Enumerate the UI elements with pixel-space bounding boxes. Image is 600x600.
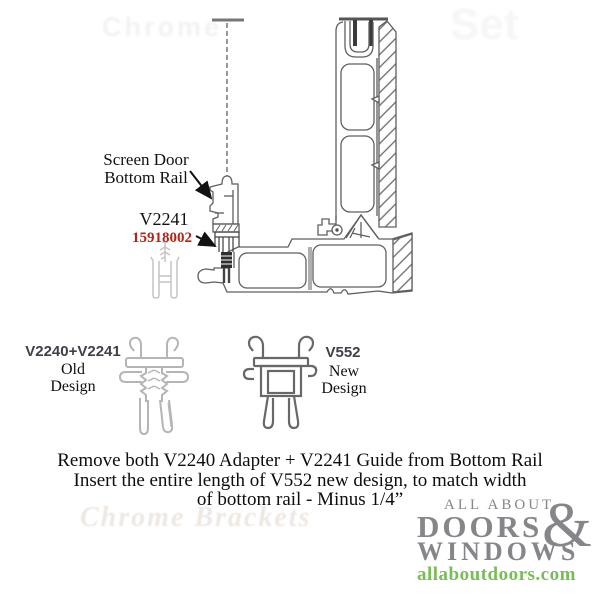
new-design-line2: Design [321,380,367,397]
logo-doors: DOORS [417,509,543,544]
part-code-label: V2241 [139,209,189,229]
instruction-line2: Insert the entire length of V552 new des… [73,469,527,491]
leader-arrows [189,170,217,247]
logo-all-about: ALL ABOUT [444,497,555,513]
old-design-line1: Old [61,361,85,378]
door-sill-cross-section [197,213,413,295]
new-design-line1: New [328,363,360,380]
small-guide-profile [150,241,180,299]
old-design-profile [118,336,190,436]
door-panel-cross-section [317,17,397,239]
new-design-profile [242,335,318,430]
v2241-guide [214,231,240,283]
logo-website-link[interactable]: allaboutdoors.com [417,564,576,585]
instruction-line3: of bottom rail - Minus 1/4” [196,489,404,510]
old-profile-code-label: V2240+V2241 [25,343,121,360]
bottom-rail-label-line2: Bottom Rail [104,168,188,187]
center-reference-line [212,18,244,176]
logo-windows: WINDOWS [417,537,580,566]
instruction-text: Remove both V2240 Adapter + V2241 Guide … [0,451,600,510]
logo-ampersand: & [542,489,592,560]
part-number-label: 15918002 [132,230,192,246]
old-profile-design-label: Old Design [22,361,124,395]
old-design-line2: Design [50,378,96,395]
bottom-rail-label-line1: Screen Door [103,150,189,169]
bottom-rail-label: Screen Door Bottom Rail [100,151,192,187]
screen-door-bottom-rail-cross-section [209,175,240,233]
company-logo: ALL ABOUT DOORS & WINDOWS allaboutdoors.… [417,493,593,586]
new-profile-code-label: V552 [325,344,361,361]
instruction-line1: Remove both V2240 Adapter + V2241 Guide … [57,450,543,471]
new-profile-design-label: New Design [314,363,374,397]
